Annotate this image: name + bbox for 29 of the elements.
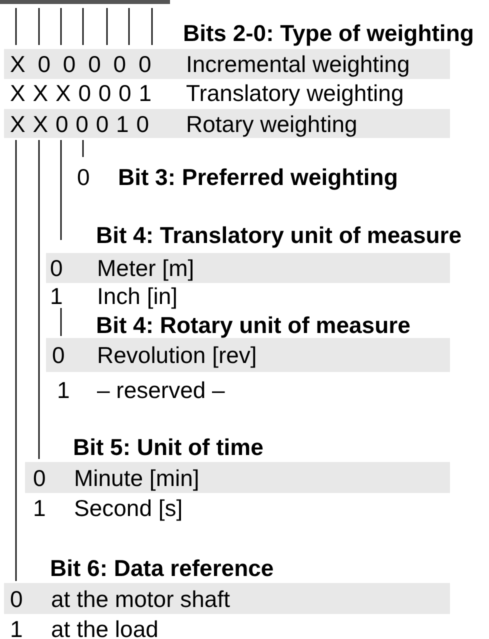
option-text: Minute [min] (74, 466, 200, 490)
bit-value: 0 (10, 587, 23, 611)
bit-value: X X 0 0 0 1 0 (10, 112, 149, 136)
option-text: Incremental weighting (186, 52, 410, 76)
bit-value: 1 (57, 378, 70, 402)
option-text: Revolution [rev] (97, 343, 257, 367)
option-text: at the motor shaft (51, 587, 230, 611)
section-heading: Bit 4: Translatory unit of measure (96, 223, 462, 247)
bit-value: X X X 0 0 0 1 (10, 81, 152, 105)
section-heading: Bit 6: Data reference (50, 556, 274, 580)
option-text: Meter [m] (97, 256, 194, 280)
option-text: at the load (51, 617, 158, 639)
option-text: Rotary weighting (186, 112, 358, 136)
section-heading: Bit 3: Preferred weighting (118, 165, 398, 189)
section-heading: Bit 4: Rotary unit of measure (96, 313, 410, 337)
option-text: Translatory weighting (186, 81, 404, 105)
option-text: – reserved – (97, 378, 225, 402)
bit-value: 1 (50, 284, 63, 308)
bit-value: 0 (77, 165, 90, 189)
option-text: Inch [in] (97, 284, 178, 308)
bit-value: 0 (33, 466, 46, 490)
option-text: Second [s] (74, 496, 183, 520)
bit-value: X 0 0 0 0 0 (10, 52, 152, 76)
bit-value: 1 (33, 496, 46, 520)
section-heading: Bits 2-0: Type of weighting (183, 21, 474, 45)
section-heading: Bit 5: Unit of time (73, 435, 264, 459)
bit-value: 0 (50, 256, 63, 280)
bit-value: 0 (52, 343, 65, 367)
bit-value: 1 (10, 617, 23, 639)
